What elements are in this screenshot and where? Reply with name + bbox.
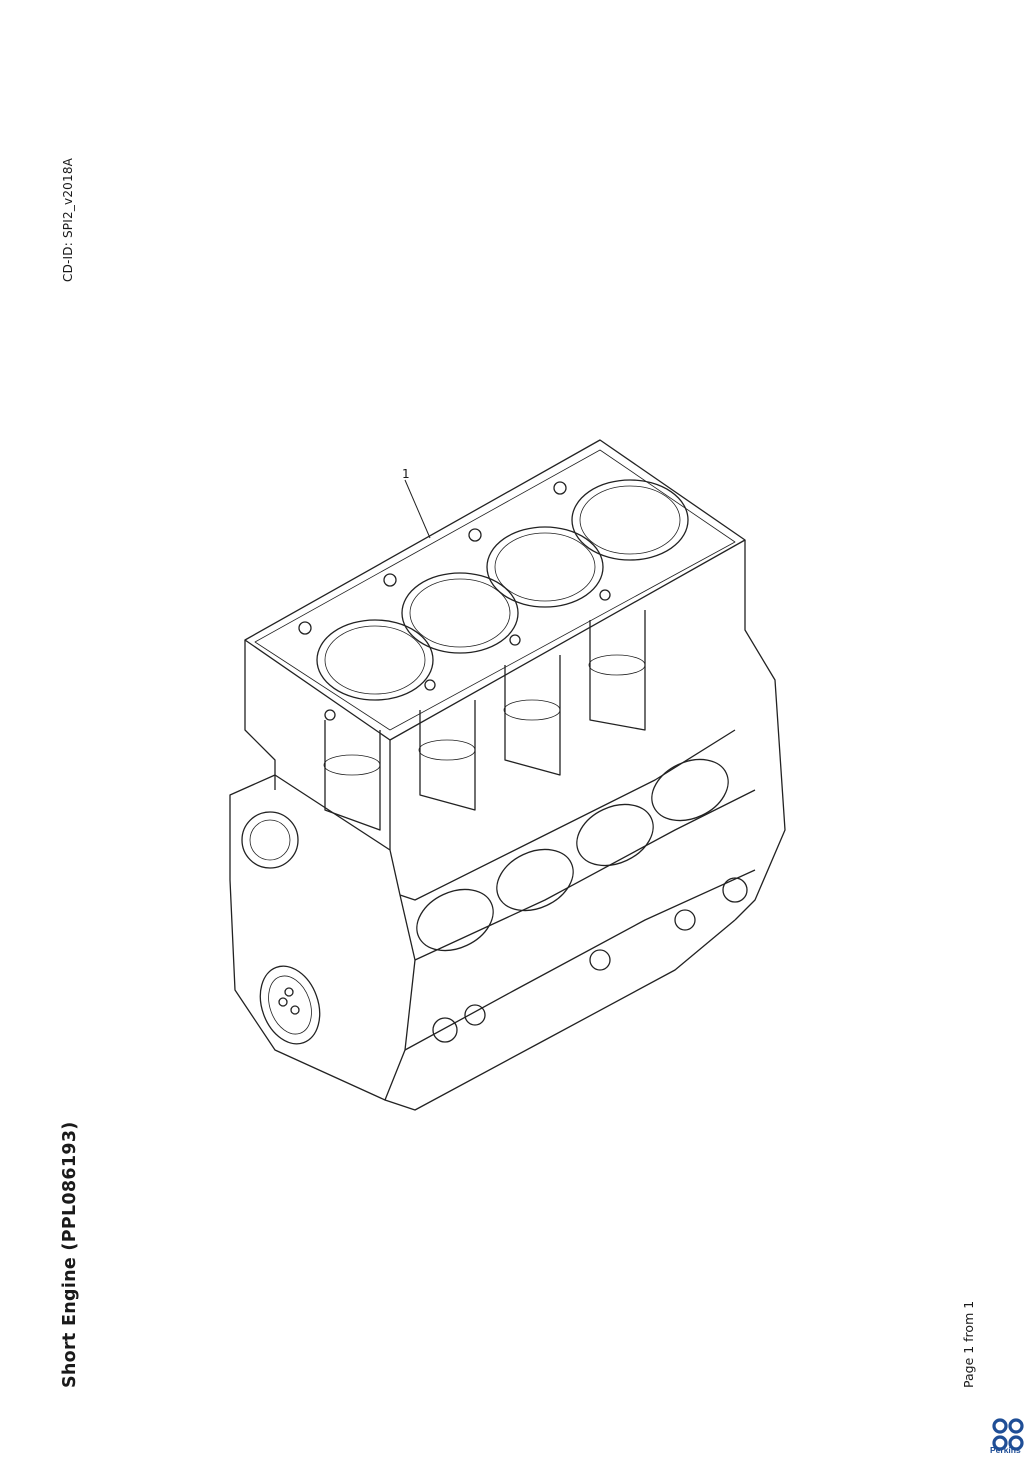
engine-block-drawing [229,439,786,1111]
document-title: Short Engine (PPL086193) [60,1121,80,1388]
page-info: Page 1 from 1 [961,1300,976,1388]
cd-id-label: CD-ID: SPI2_v2018A [61,157,75,282]
logo-text: Perkins [990,1445,1021,1455]
callout-1: 1 [402,467,410,481]
perkins-logo-icon [992,1418,1024,1451]
